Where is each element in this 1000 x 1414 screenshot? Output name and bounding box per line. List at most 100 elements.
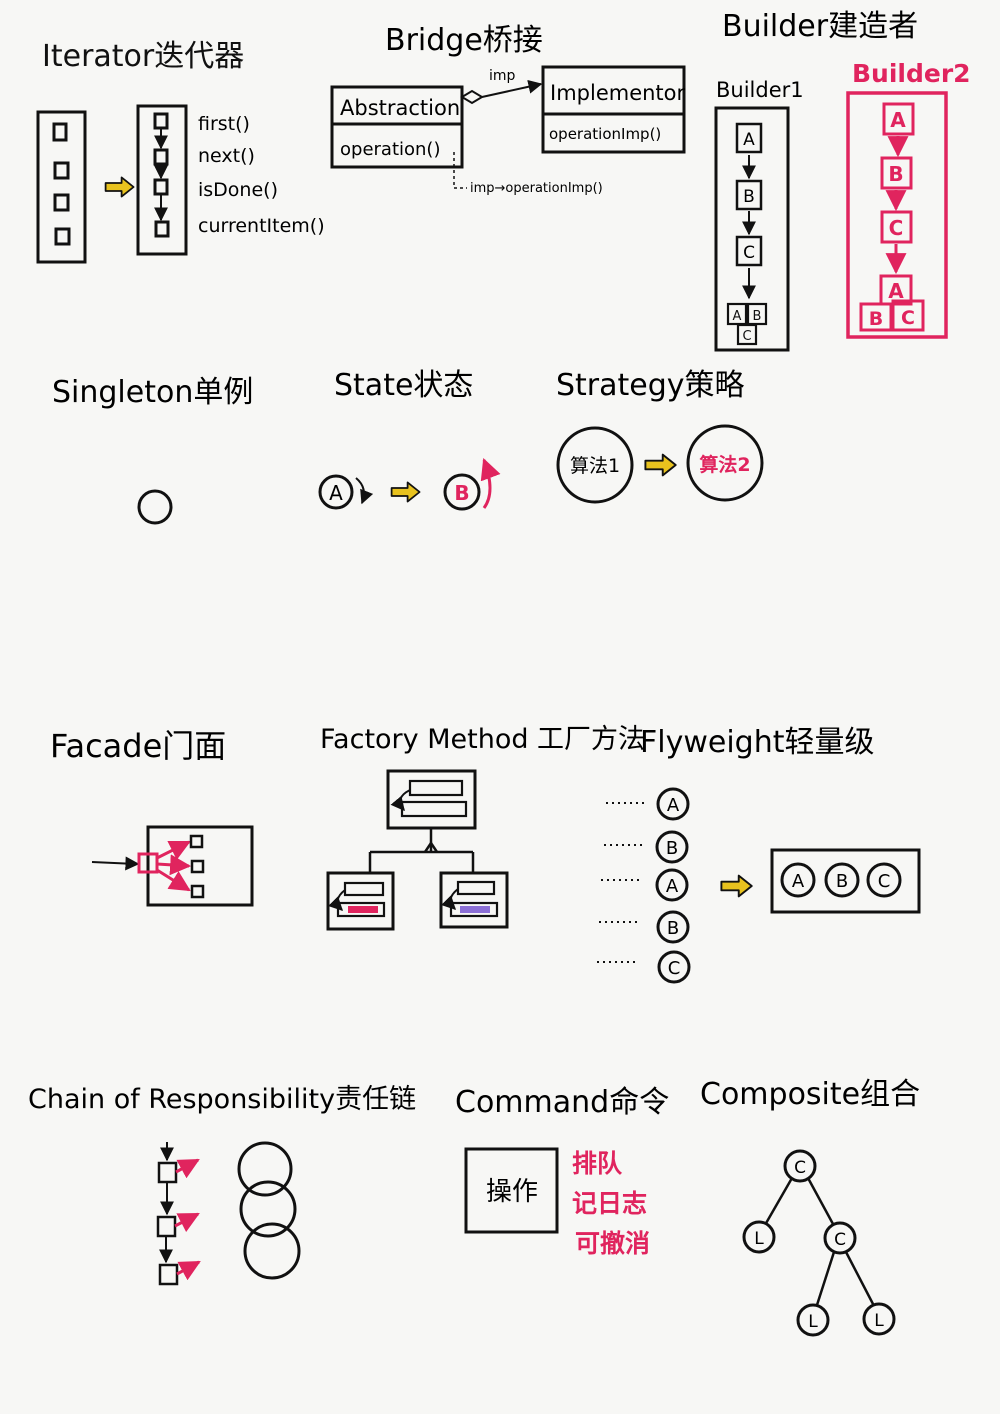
singleton-title: Singleton单例 — [52, 375, 253, 410]
command-feature-undo: 可撤消 — [575, 1229, 650, 1258]
bridge-abstraction-class: Abstraction operation() — [330, 85, 464, 169]
factory-method-section: Factory Method 工厂方法 — [320, 724, 645, 931]
svg-text:C: C — [901, 307, 915, 329]
iterator-method-first: first() — [198, 113, 250, 135]
iterator-title: Iterator迭代器 — [42, 39, 244, 74]
command-title: Command命令 — [455, 1085, 669, 1120]
composite-leaf-node-1: L — [742, 1220, 776, 1254]
svg-text:A: A — [743, 130, 755, 150]
svg-text:C: C — [889, 216, 904, 240]
svg-text:操作: 操作 — [486, 1177, 538, 1207]
flyweight-item-5: C — [597, 950, 691, 984]
flyweight-item-1: A — [606, 787, 690, 821]
composite-leaf-node-3: L — [862, 1302, 896, 1336]
bridge-title: Bridge桥接 — [385, 23, 543, 58]
strategy-algorithm-2: 算法2 — [686, 424, 764, 502]
facade-subsystem-parts — [189, 834, 205, 899]
builder1-label: Builder1 — [716, 78, 804, 102]
svg-text:A: A — [890, 108, 906, 132]
svg-text:C: C — [878, 871, 891, 892]
iterator-method-isdone: isDone() — [198, 179, 278, 201]
svg-text:B: B — [888, 162, 903, 186]
flyweight-pool-b: B — [824, 862, 860, 898]
bridge-link-label: imp — [489, 68, 516, 84]
builder2-box — [846, 91, 948, 339]
iterator-section: Iterator迭代器 first() next() isDone() curr… — [36, 39, 325, 264]
builder2-label: Builder2 — [852, 59, 971, 88]
chain-rings — [237, 1141, 301, 1280]
composite-section: Composite组合 C L C L L — [700, 1077, 920, 1337]
builder1-part-c: C — [735, 235, 763, 267]
composite-child-node: C — [823, 1221, 857, 1255]
state-b-node: B — [443, 458, 501, 511]
facade-title: Facade门面 — [50, 727, 226, 765]
svg-text:B: B — [753, 309, 762, 324]
iterator-collection-box — [36, 110, 87, 264]
factory-concrete-creator-1 — [326, 871, 395, 931]
svg-text:A: A — [666, 876, 679, 897]
facade-subsystem-box — [146, 825, 254, 907]
flyweight-title: Flyweight轻量级 — [640, 725, 875, 760]
strategy-title: Strategy策略 — [556, 368, 745, 403]
svg-text:B: B — [666, 838, 678, 859]
flyweight-item-4: B — [599, 910, 690, 944]
svg-text:C: C — [668, 958, 681, 979]
svg-text:B: B — [667, 918, 679, 939]
singleton-instance-circle — [137, 489, 173, 525]
flyweight-item-3: A — [601, 868, 689, 902]
factory-concrete-creator-2 — [439, 871, 509, 929]
state-title: State状态 — [334, 368, 473, 403]
bridge-abstraction-method: operation() — [340, 139, 440, 160]
state-a-node: A — [318, 474, 374, 510]
chain-handlers — [156, 1142, 201, 1286]
command-feature-queue: 排队 — [572, 1149, 623, 1178]
singleton-section: Singleton单例 — [52, 375, 253, 525]
svg-text:A: A — [329, 481, 343, 505]
bridge-aggregation-link: imp — [460, 68, 543, 105]
builder1-result: A B C — [726, 302, 768, 346]
command-feature-log: 记日志 — [572, 1189, 647, 1218]
command-section: Command命令 操作 排队 记日志 可撤消 — [455, 1085, 669, 1258]
bridge-section: Bridge桥接 Abstraction operation() Impleme… — [330, 23, 686, 196]
iterator-method-currentitem: currentItem() — [198, 215, 325, 237]
command-operation-box: 操作 — [464, 1147, 559, 1234]
svg-text:A: A — [667, 795, 680, 816]
svg-text:L: L — [754, 1229, 764, 1249]
svg-text:B: B — [836, 871, 848, 892]
strategy-section: Strategy策略 算法1 算法2 — [556, 368, 764, 504]
facade-entry-point — [137, 840, 192, 892]
builder-title: Builder建造者 — [722, 9, 918, 44]
flyweight-pool-c: C — [866, 862, 902, 898]
iterator-iterated-box — [136, 104, 188, 256]
svg-text:L: L — [808, 1312, 818, 1332]
svg-text:L: L — [874, 1311, 884, 1331]
factory-hierarchy-lines — [368, 828, 475, 872]
svg-text:C: C — [743, 243, 755, 263]
composite-tree-edges — [763, 1177, 875, 1306]
flyweight-pool-a: A — [780, 862, 816, 898]
flyweight-section: Flyweight轻量级 A B A B C — [597, 725, 921, 984]
chain-title: Chain of Responsibility责任链 — [28, 1084, 416, 1115]
svg-text:算法1: 算法1 — [570, 455, 620, 477]
builder2-part-c: C — [880, 210, 913, 244]
composite-root-node: C — [783, 1149, 817, 1183]
chain-section: Chain of Responsibility责任链 — [28, 1084, 416, 1286]
builder1-box — [714, 106, 790, 352]
svg-text:A: A — [792, 871, 805, 892]
bridge-note-text: imp→operationImp() — [470, 181, 603, 196]
builder2-part-b: B — [880, 156, 913, 190]
svg-text:算法2: 算法2 — [699, 453, 750, 476]
builder1-part-b: B — [735, 179, 763, 211]
svg-text:C: C — [794, 1158, 806, 1178]
facade-client-arrow — [91, 856, 140, 871]
composite-leaf-node-2: L — [796, 1303, 830, 1337]
builder1-part-a: A — [735, 122, 763, 154]
builder2-part-a: A — [882, 102, 915, 136]
builder2-result: A B C — [859, 274, 925, 332]
bridge-note: imp→operationImp() — [453, 152, 603, 196]
flyweight-pool-box — [770, 848, 921, 914]
iterator-method-next: next() — [198, 145, 255, 167]
svg-text:B: B — [454, 481, 469, 505]
svg-text:A: A — [888, 279, 904, 303]
